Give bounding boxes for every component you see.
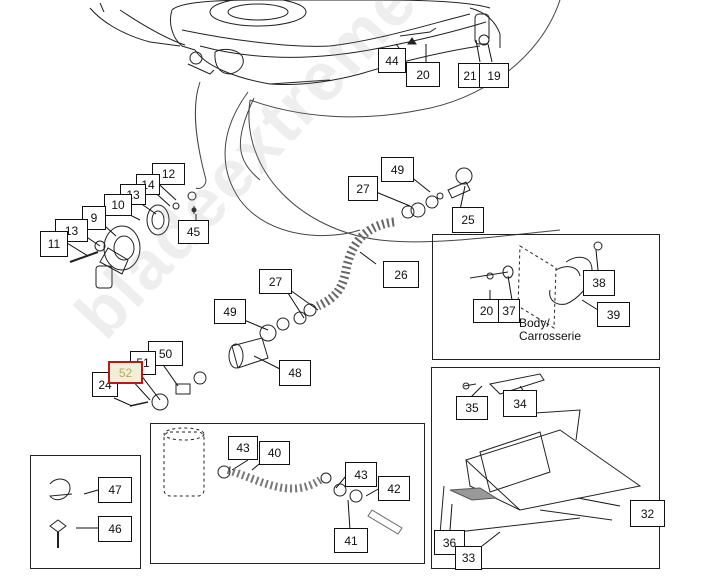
callout-25[interactable]: 25 [452, 207, 484, 233]
callout-41[interactable]: 41 [334, 528, 368, 553]
callout-37[interactable]: 37 [498, 299, 520, 323]
callout-46[interactable]: 46 [98, 516, 132, 542]
callout-26[interactable]: 26 [383, 261, 419, 288]
tray-detail [439, 373, 642, 535]
callout-44[interactable]: 44 [378, 48, 406, 73]
callout-38[interactable]: 38 [583, 270, 615, 296]
callout-49-top[interactable]: 49 [381, 157, 414, 182]
callout-43-left[interactable]: 43 [228, 436, 258, 460]
callout-45[interactable]: 45 [178, 220, 209, 244]
callout-11[interactable]: 11 [40, 231, 68, 257]
callout-49-mid[interactable]: 49 [214, 299, 246, 324]
callout-48[interactable]: 48 [279, 360, 311, 386]
callout-35[interactable]: 35 [456, 396, 488, 420]
legend-panel [30, 455, 141, 569]
hose-26 [259, 167, 473, 342]
callout-47[interactable]: 47 [98, 477, 132, 503]
callout-34[interactable]: 34 [503, 390, 537, 417]
body-label-line1: Body/ [519, 316, 550, 330]
callout-43-right[interactable]: 43 [345, 462, 377, 487]
callout-39[interactable]: 39 [597, 302, 630, 327]
callout-33[interactable]: 33 [455, 546, 482, 570]
callout-20-clamp[interactable]: 20 [473, 299, 500, 323]
callout-14[interactable]: 14 [136, 174, 160, 195]
callout-27-top[interactable]: 27 [348, 176, 378, 201]
body-label-line2: Carrosserie [519, 329, 582, 343]
callout-52-selected[interactable]: 52 [108, 361, 143, 384]
callout-42[interactable]: 42 [378, 476, 410, 501]
callout-19[interactable]: 19 [479, 63, 509, 88]
callout-curves [194, 0, 561, 243]
callout-40[interactable]: 40 [259, 441, 290, 465]
clamp-detail [469, 241, 603, 329]
callout-20-top[interactable]: 20 [406, 62, 440, 87]
legend-icons [49, 478, 73, 548]
callout-32[interactable]: 32 [630, 500, 665, 527]
clamp-panel [432, 234, 660, 360]
bilge-detail [163, 427, 403, 535]
fitting-48 [129, 337, 269, 411]
callout-27-mid[interactable]: 27 [259, 269, 292, 294]
hull-outline [89, 0, 501, 85]
callout-10[interactable]: 10 [104, 194, 132, 216]
bilge-panel [150, 423, 425, 564]
drain-plug-assembly [69, 191, 197, 289]
tray-panel [431, 367, 660, 569]
